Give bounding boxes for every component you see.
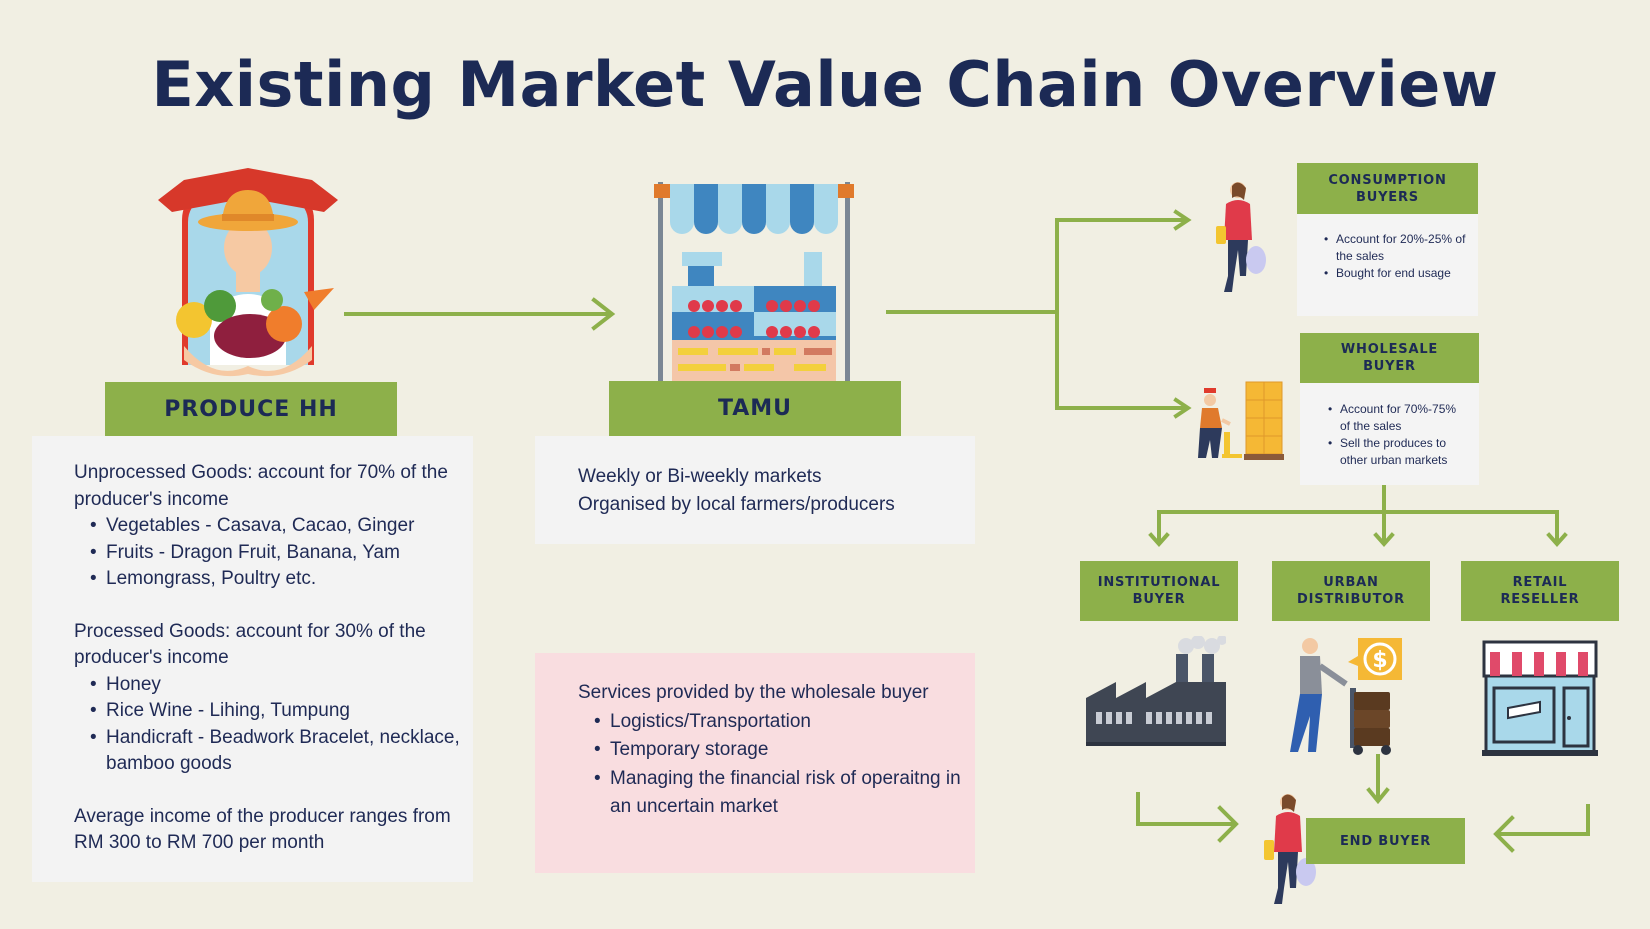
wholesale-boxes-icon [1188,380,1298,462]
produce-hh-label: PRODUCE HH [105,382,397,436]
tamu-line: Organised by local farmers/producers [578,494,895,515]
list-item: Temporary storage [578,736,965,765]
list-item: Account for 70%-75% of the sales [1328,401,1469,435]
storefront-icon [1482,638,1598,756]
end-buyer-person-icon [1258,792,1318,910]
farmer-icon [154,160,342,382]
list-item: Bought for end usage [1324,265,1468,282]
distributor-icon: $ [1290,636,1410,756]
list-item: Honey [74,672,463,699]
list-item: Vegetables - Casava, Cacao, Ginger [74,513,463,540]
tamu-details-panel: Weekly or Bi-weekly markets Organised by… [535,436,975,544]
arrow-head-tamu [591,297,616,331]
services-heading: Services provided by the wholesale buyer [578,682,929,703]
list-item: Rice Wine - Lihing, Tumpung [74,698,463,725]
processed-heading: Processed Goods: account for 30% of the … [74,620,426,669]
unprocessed-list: Vegetables - Casava, Cacao, Ginger Fruit… [74,513,463,593]
end-buyer-label: END BUYER [1306,818,1465,864]
processed-list: Honey Rice Wine - Lihing, Tumpung Handic… [74,672,463,778]
list-item: Sell the produces to other urban markets [1328,435,1469,469]
svg-text:$: $ [1372,648,1387,673]
tamu-line: Weekly or Bi-weekly markets [578,466,822,487]
list-item: Lemongrass, Poultry etc. [74,566,463,593]
tamu-label: TAMU [609,381,901,436]
list-item: Handicraft - Beadwork Bracelet, necklace… [74,725,463,778]
wholesale-info-panel: Account for 70%-75% of the sales Sell th… [1300,383,1479,485]
list-item: Account for 20%-25% of the sales [1324,231,1468,265]
unprocessed-heading: Unprocessed Goods: account for 70% of th… [74,462,448,510]
income-note: Average income of the producer ranges fr… [74,805,451,854]
list-item: Fruits - Dragon Fruit, Banana, Yam [74,540,463,567]
page-title: Existing Market Value Chain Overview [151,48,1499,121]
list-item: Logistics/Transportation [578,708,965,737]
consumer-person-icon [1210,180,1270,300]
consumption-info-panel: Account for 20%-25% of the sales Bought … [1297,214,1478,316]
produce-details-panel: Unprocessed Goods: account for 70% of th… [32,436,473,882]
services-list: Logistics/Transportation Temporary stora… [578,708,965,822]
market-stall-icon [654,182,854,382]
services-panel: Services provided by the wholesale buyer… [535,653,975,873]
list-item: Managing the financial risk of operaitng… [578,765,965,822]
factory-icon [1086,635,1227,748]
